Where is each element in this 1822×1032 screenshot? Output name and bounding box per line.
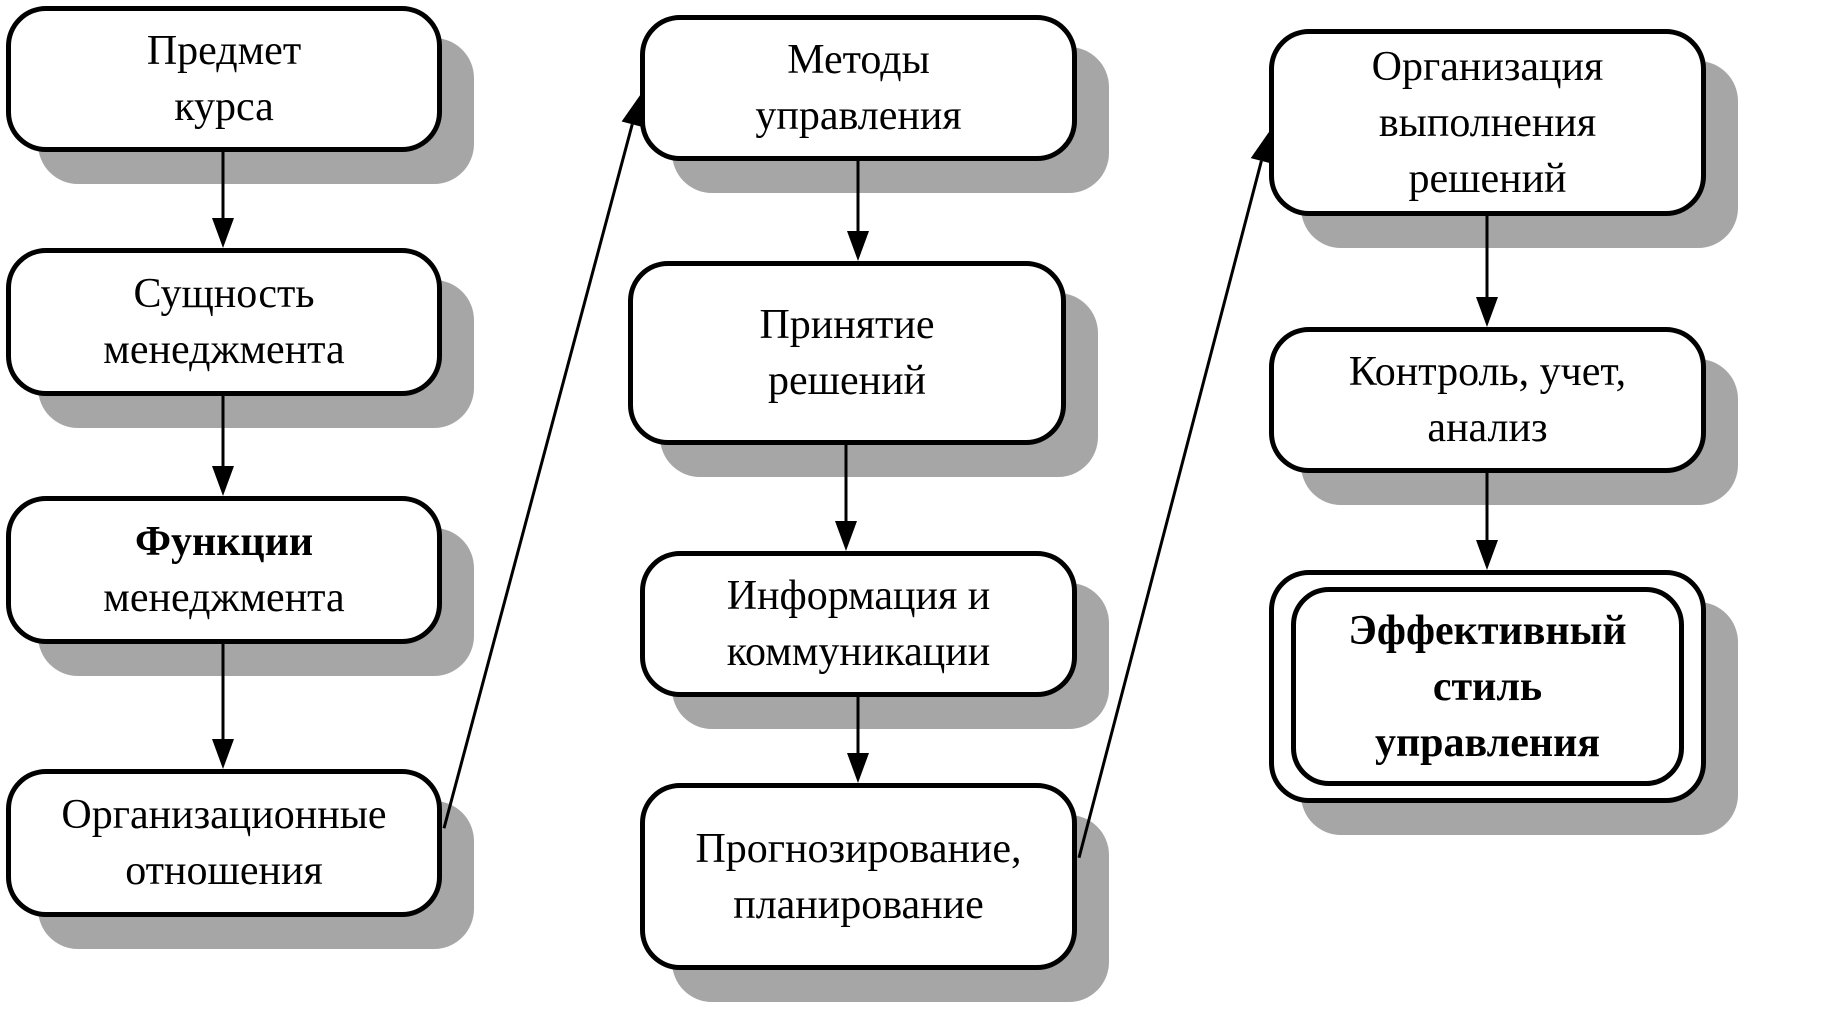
node-predmet-kursa: Предмет курса <box>6 6 442 152</box>
node-label-line: стиль <box>1432 663 1543 710</box>
node-label-line: менеджмента <box>103 327 345 373</box>
node-label-line: управления <box>1374 719 1600 766</box>
node-informatsiya-kommunikatsii: Информация и коммуникации <box>640 551 1077 697</box>
node-label-line: Прогнозирование, <box>695 825 1022 872</box>
node-effektivnyy-stil: Эффективный стиль управления <box>1269 570 1706 803</box>
node-label-line: решений <box>1408 155 1567 202</box>
node-label-line: Информация и <box>726 573 991 619</box>
node-organizatsiya-vypolneniya: Организация выполнения решений <box>1269 29 1706 216</box>
node-metody-upravleniya: Методы управления <box>640 15 1077 161</box>
node-label-line: Сущность <box>133 271 315 317</box>
node-label-line: Эффективный <box>1348 607 1627 654</box>
node-sushchnost-menedzhmenta: Сущность менеджмента <box>6 248 442 396</box>
node-organizatsionnye-otnosheniya: Организационные отношения <box>6 769 442 917</box>
node-label-line: Организационные <box>61 792 387 838</box>
node-label-line: менеджмента <box>103 575 345 621</box>
node-label-line: Предмет <box>146 28 302 74</box>
node-label-line: выполнения <box>1378 99 1597 146</box>
node-label-line: отношения <box>125 848 323 894</box>
node-funktsii-menedzhmenta: Функции менеджмента <box>6 496 442 644</box>
node-label-line: планирование <box>733 881 984 928</box>
node-kontrol-uchet-analiz: Контроль, учет, анализ <box>1269 327 1706 473</box>
node-prinyatie-resheniy: Принятие решений <box>628 261 1066 445</box>
node-label-line: Контроль, учет, <box>1348 349 1627 395</box>
node-label-line: Методы <box>787 37 930 83</box>
node-prognozirovanie-planirovanie: Прогнозирование, планирование <box>640 783 1077 970</box>
node-label-line: анализ <box>1427 405 1548 451</box>
node-label-line: Функции <box>134 519 314 565</box>
node-label-line: курса <box>174 84 274 130</box>
node-label-line: решений <box>767 358 927 404</box>
node-label-line: управления <box>755 93 962 139</box>
node-label-line: коммуникации <box>726 629 991 675</box>
node-label-line: Организация <box>1371 43 1604 90</box>
node-label-line: Принятие <box>759 302 935 348</box>
